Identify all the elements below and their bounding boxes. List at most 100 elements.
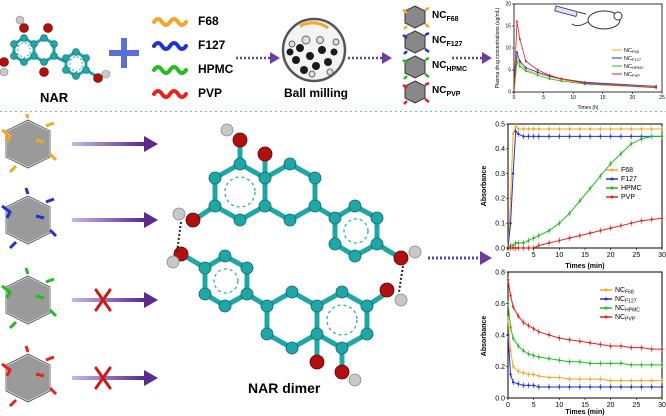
plasma-legend: NCF68 NCF127 NCHPMC NCPVP	[612, 48, 644, 78]
data-point-f68	[619, 379, 623, 382]
data-point-hpmc	[630, 142, 633, 146]
abs2-data-marks	[506, 276, 664, 390]
series-line-f68	[507, 319, 662, 382]
data-point-hpmc	[547, 229, 551, 232]
syringe-icon	[554, 5, 587, 18]
data-point-f127	[518, 60, 521, 63]
data-point-f68	[514, 125, 517, 128]
data-point-hpmc	[548, 77, 551, 80]
data-point-pvp	[558, 239, 561, 242]
data-point-hpmc	[532, 354, 535, 357]
y-tick-label: 0.1	[495, 221, 505, 228]
nc-f127-large	[1, 187, 58, 250]
data-point-pvp	[588, 231, 592, 235]
y-tick-label: 0.3	[495, 171, 505, 178]
data-point-f127	[524, 66, 527, 69]
purple-arrows	[72, 136, 158, 386]
data-point-f127	[578, 135, 582, 138]
data-point-pvp	[522, 321, 525, 324]
x-tick-label: 10	[555, 402, 563, 409]
dimer-to-chart-arrow	[428, 251, 492, 265]
plasma-plot-frame	[513, 3, 663, 93]
data-point-hpmc	[522, 241, 525, 245]
abs1-x-axis-label: Times (min)	[565, 263, 604, 270]
data-point-hpmc	[578, 199, 582, 203]
data-point-hpmc	[578, 360, 582, 363]
data-point-f68	[518, 62, 521, 65]
data-point-pvp	[509, 294, 512, 297]
data-point-f127	[619, 135, 623, 138]
data-point-f127	[630, 385, 633, 389]
data-point-pvp	[517, 246, 520, 250]
data-point-pvp	[609, 344, 612, 348]
plasma-legend-hpmc: NCHPMC	[624, 64, 644, 70]
x-tick-label: 20	[607, 402, 615, 409]
y-tick-label: 0.4	[495, 332, 505, 339]
data-point-f68	[630, 379, 633, 382]
data-point-pvp	[511, 305, 515, 308]
abs1-legend-pvp: PVP	[621, 194, 635, 201]
nc-label-hpmc: NCHPMC	[432, 60, 468, 73]
abs2-legend-pvp: NCPVP	[615, 314, 636, 323]
mouse-icon	[571, 10, 623, 30]
polymer-label-hpmc: HPMC	[198, 62, 234, 76]
data-point-hpmc	[518, 65, 521, 68]
data-point-pvp	[578, 340, 582, 343]
polymer-label-pvp: PVP	[198, 86, 223, 100]
data-point-f68	[506, 318, 510, 321]
x-tick-label: 10	[555, 252, 563, 259]
data-point-hpmc	[527, 239, 530, 242]
bottom-left-graphics	[1, 114, 158, 408]
polymer-chains	[152, 17, 188, 99]
plasma-legend-f68: NCF68	[624, 48, 640, 54]
data-point-f127	[515, 51, 518, 54]
data-point-f127	[517, 132, 520, 136]
data-point-pvp	[609, 226, 612, 230]
data-point-hpmc	[537, 234, 540, 237]
data-point-hpmc	[650, 135, 653, 138]
data-point-pvp	[599, 229, 602, 232]
data-point-pvp	[537, 244, 540, 247]
plasma-legend-f127: NCF127	[624, 56, 642, 62]
data-point-pvp	[537, 330, 540, 334]
data-point-f68	[511, 132, 515, 136]
data-point-f68	[619, 127, 623, 131]
data-point-hpmc	[511, 336, 515, 340]
data-point-pvp	[630, 222, 633, 225]
data-point-f127	[532, 135, 535, 138]
data-point-pvp	[650, 218, 653, 221]
data-point-hpmc	[509, 325, 512, 329]
y-tick-label: 5	[508, 68, 511, 74]
data-point-f127	[514, 130, 517, 133]
data-point-f127	[568, 135, 571, 138]
data-point-f127	[558, 135, 561, 138]
data-point-f68	[509, 349, 512, 352]
x-tick-label: 5	[532, 402, 536, 409]
data-point-f127	[640, 385, 643, 389]
plasma-legend-pvp: NCPVP	[624, 72, 640, 78]
x-tick-label: 20	[630, 95, 636, 101]
data-point-f127	[527, 135, 530, 138]
data-point-pvp	[506, 278, 510, 282]
plasma-x-axis-label: Times (h)	[578, 105, 599, 111]
data-point-f127	[630, 135, 633, 138]
data-point-pvp	[588, 341, 592, 345]
data-point-hpmc	[547, 357, 551, 360]
data-point-hpmc	[558, 359, 561, 362]
data-point-pvp	[547, 241, 551, 245]
data-point-f127	[588, 385, 592, 389]
data-point-pvp	[630, 346, 633, 349]
data-point-f68	[609, 127, 612, 131]
x-tick-label: 5	[542, 95, 545, 101]
data-point-hpmc	[588, 362, 592, 365]
data-point-f68	[588, 377, 592, 381]
abs1-legend-f68: F68	[621, 167, 633, 174]
abs2-x-axis-label: Times (min)	[565, 409, 604, 416]
data-point-pvp	[515, 20, 518, 23]
data-point-f68	[509, 197, 512, 200]
data-point-f68	[650, 127, 653, 131]
nar-dimer-molecule	[166, 123, 422, 387]
data-point-hpmc	[536, 74, 539, 77]
data-point-f68	[522, 127, 525, 131]
